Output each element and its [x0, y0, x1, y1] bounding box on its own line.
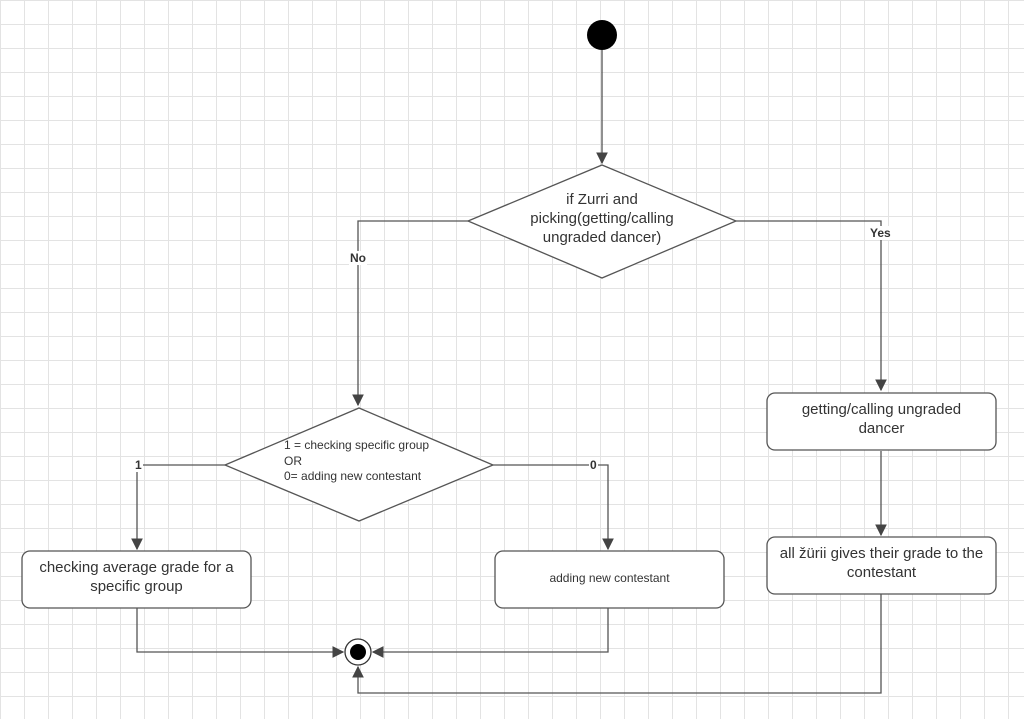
edge-decision1-yes	[736, 220, 887, 392]
end-node-dot	[350, 644, 366, 660]
edge-decision1-no	[352, 220, 468, 407]
start-node	[587, 20, 617, 50]
decision2-text: 1 = checking specific group OR 0= adding…	[284, 438, 454, 485]
decision-zurri-picking	[466, 164, 738, 279]
box-adding-text: adding new contestant	[549, 571, 670, 585]
box-checking-average	[21, 550, 252, 609]
edge-label-yes: Yes	[869, 226, 892, 240]
edge-checking-to-end	[136, 608, 345, 658]
box-getting-text: getting/calling ungraded dancer	[801, 401, 962, 437]
box-adding-contestant	[494, 550, 725, 609]
edge-adding-to-end	[371, 608, 609, 658]
edge-decision2-one	[131, 464, 225, 551]
decision2-line-3: 0= adding new contestant	[284, 469, 422, 484]
edge-label-one: 1	[134, 458, 143, 472]
box-checking-text: checking average grade for a specific gr…	[39, 559, 234, 595]
edge-label-no: No	[349, 251, 367, 265]
box-getting-calling-dancer	[766, 392, 997, 451]
decision1-text: if Zurri and picking(getting/calling ung…	[530, 191, 674, 246]
decision2-line-2: OR	[284, 453, 302, 468]
box-grade-text: all žürii gives their grade to the conte…	[779, 545, 984, 581]
edge-decision2-zero	[493, 464, 614, 551]
box-jury-grade	[766, 536, 997, 595]
edge-grade-to-end	[352, 594, 882, 694]
edge-label-zero: 0	[589, 458, 598, 472]
decision-group-or-contestant	[223, 407, 495, 522]
decision2-line-1: 1 = checking specific group	[284, 438, 430, 452]
